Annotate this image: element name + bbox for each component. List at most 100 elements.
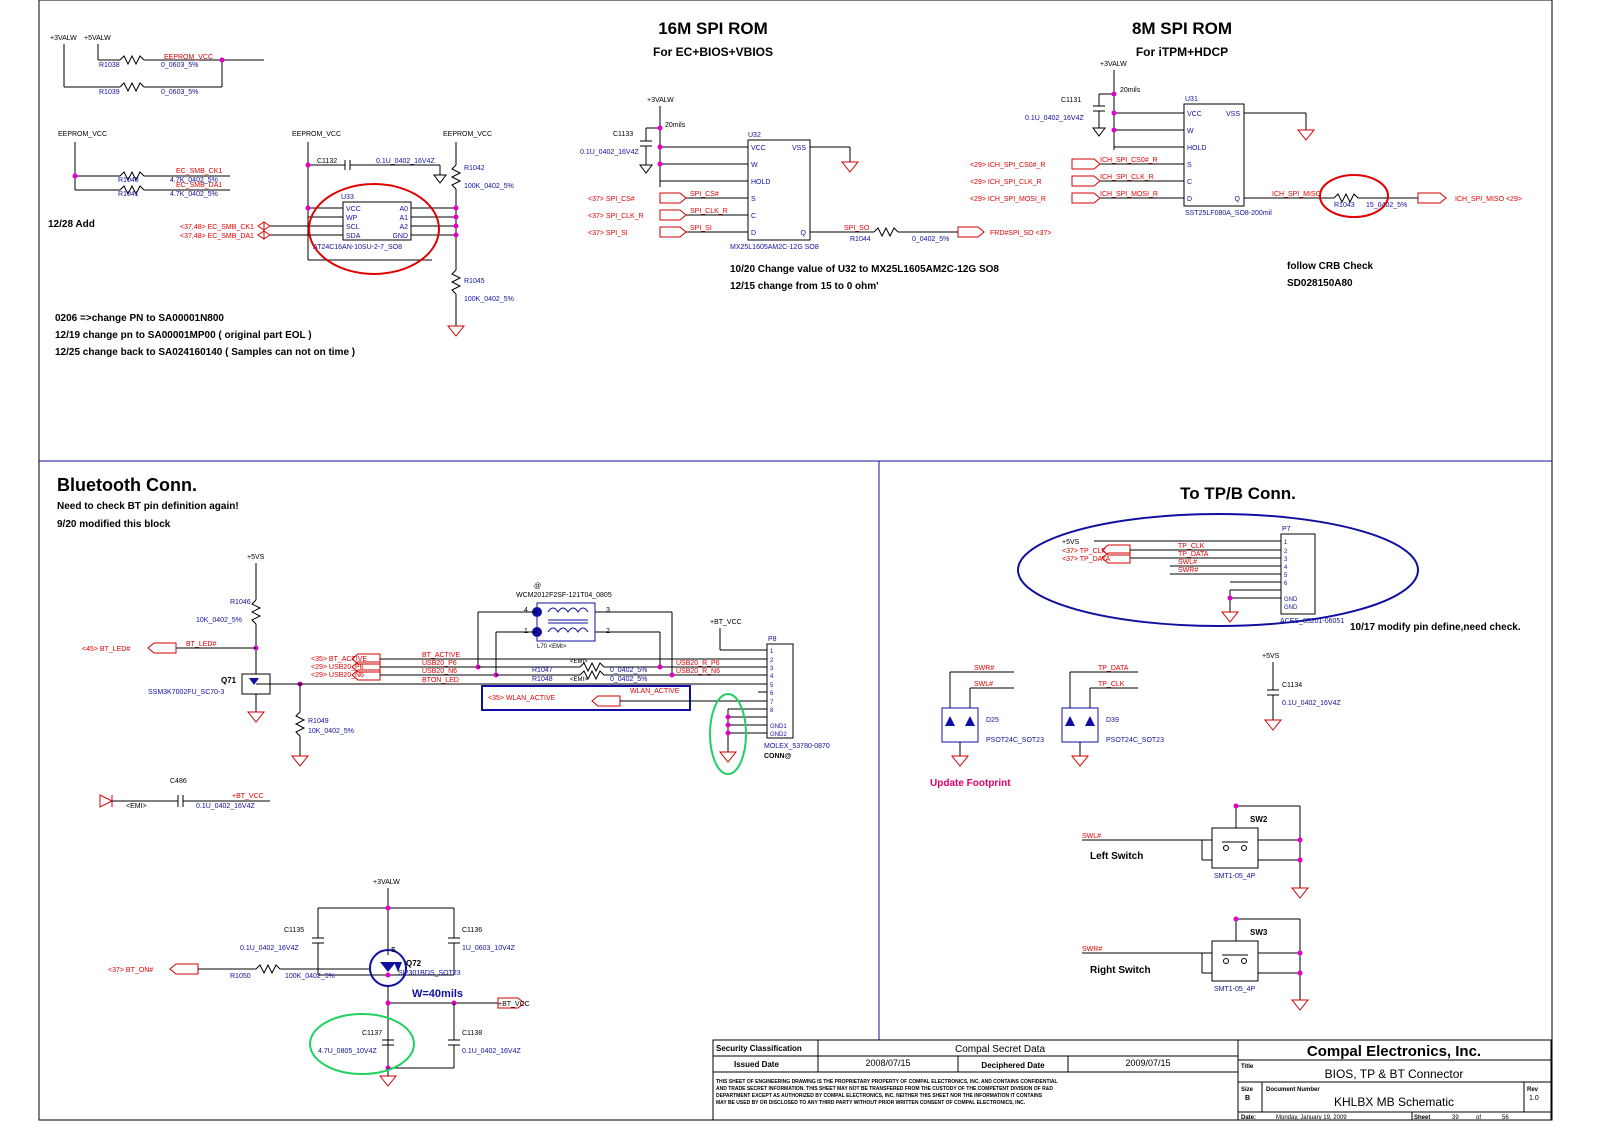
crb-note-1: follow CRB Check	[1287, 261, 1374, 272]
u32-note-1: 10/20 Change value of U32 to MX25L1605AM…	[730, 264, 999, 275]
sw3-body	[1211, 940, 1259, 982]
p8-pin-gnd1: GND1	[770, 724, 787, 730]
tp-esd-d25: SWR# SWL# D25 PSOT24C_SOT23 Update Footp…	[930, 665, 1044, 789]
smb-ck-offpage: <37,48> EC_SMB_CK1	[180, 224, 254, 231]
p8-pin-4: 4	[770, 674, 774, 680]
tp-data-net: TP_DATA	[1178, 551, 1209, 558]
sheet-number: 39	[1452, 1115, 1459, 1121]
r1040-value: 4.7K_0402_5%	[170, 177, 218, 184]
d25-swr-net: SWR#	[974, 665, 994, 672]
tp-highlight-ellipse	[1017, 513, 1419, 627]
p7-pin-1: 1	[1284, 540, 1288, 546]
u31-pin-vcc: VCC	[1187, 111, 1202, 118]
usb-n6-offpage: <29> USB20_N6	[311, 672, 364, 679]
c1132-label: C1132	[317, 158, 337, 165]
update-footprint-note: Update Footprint	[930, 778, 1011, 789]
issued-date-value: 2008/07/15	[865, 1058, 910, 1068]
smb-ck-net: EC_SMB_CK1	[176, 168, 222, 175]
r1049-value: 10K_0402_5%	[308, 728, 354, 735]
note-pn-3: 12/25 change back to SA024160140 ( Sampl…	[55, 347, 355, 358]
u33-pin-a2: A2	[399, 224, 408, 231]
usb-rn6-net: USB20_R_N6	[676, 668, 720, 675]
r1042-label: R1042	[464, 165, 485, 172]
company-name: Compal Electronics, Inc.	[1307, 1043, 1481, 1060]
spi8-mils: 20mils	[1120, 87, 1141, 94]
spi8-clk-net: ICH_SPI_CLK_R	[1100, 174, 1154, 181]
usb-p6-net: USB20_P6	[422, 660, 457, 667]
p7-part: ACES_85201-06051	[1280, 618, 1344, 625]
u32-pin-hold: HOLD	[751, 179, 770, 186]
spi16-title: 16M SPI ROM	[658, 19, 768, 38]
spi16-cs-offpage: <37> SPI_CS#	[588, 196, 635, 203]
spi8-title: 8M SPI ROM	[1132, 19, 1232, 38]
spi8-clk-offpage: <29> ICH_SPI_CLK_R	[970, 179, 1042, 186]
l70-body	[536, 602, 596, 642]
spi16-clk-net: SPI_CLK_R	[690, 208, 728, 215]
p8-pin-6: 6	[770, 691, 774, 697]
tp-left-switch: SWL# Left Switch SW2 SMT1-05_4P	[1082, 803, 1310, 899]
u33-part: AT24C16AN-10SU-2-7_SO8	[313, 244, 402, 251]
p8-conn: CONN@	[764, 753, 792, 760]
l70-pin-4: 4	[524, 607, 528, 614]
u32-pin-d: D	[751, 230, 756, 237]
c486-bt-vcc: +BT_VCC	[232, 793, 264, 800]
u32-pin-q: Q	[801, 230, 807, 237]
tp-title: To TP/B Conn.	[1180, 484, 1296, 503]
sw2-body	[1211, 827, 1259, 869]
r1041-value: 4.7K_0402_5%	[170, 191, 218, 198]
c1135-label: C1135	[284, 927, 304, 934]
spi8-mosi-net: ICH_SPI_MOSI_R	[1100, 191, 1158, 198]
bt-5vs-label: +5VS	[247, 554, 265, 561]
security-classification-value: Compal Secret Data	[955, 1044, 1045, 1055]
c1132-value: 0.1U_0402_16V4Z	[376, 158, 435, 165]
p8-pin-8: 8	[770, 708, 774, 714]
bt-note-2: 9/20 modified this block	[57, 519, 171, 530]
u32-pin-c: C	[751, 213, 756, 220]
r1041-label: R1041	[118, 191, 139, 198]
document-number-value: KHLBX MB Schematic	[1334, 1095, 1454, 1109]
q72-ref: Q72	[406, 959, 422, 968]
legal-line-3: DEPARTMENT EXCEPT AS AUTHORIZED BY COMPA…	[716, 1093, 1043, 1099]
deciphered-date-label: Deciphered Date	[981, 1061, 1045, 1070]
q72-part: SI2301BDS_SOT23	[398, 970, 461, 977]
u31-pin-d: D	[1187, 196, 1192, 203]
date-value: Monday, January 19, 2009	[1276, 1115, 1347, 1121]
p7-pin-2: 2	[1284, 549, 1288, 555]
tp-clk-offpage: <37> TP_CLK	[1062, 548, 1107, 555]
r1047-value: 0_0402_5%	[610, 667, 647, 674]
u31-pin-hold: HOLD	[1187, 145, 1206, 152]
bt-usb-path: <35> BT_ACTIVE <29> USB20_P6 <29> USB20_…	[256, 583, 830, 775]
spi8-block: +3VALW 20mils C1131 0.1U_0402_16V4Z U31 …	[970, 61, 1522, 289]
spi16-clk-offpage: <37> SPI_CLK_R	[588, 213, 644, 220]
spi16-so-net: SPI_SO	[844, 225, 870, 232]
r1044-value: 0_0402_5%	[912, 236, 949, 243]
note-pn-1: 0206 =>change PN to SA00001N800	[55, 313, 224, 324]
spi16-mils: 20mils	[665, 122, 686, 129]
tp-data-offpage: <37> TP_DATA	[1062, 556, 1111, 563]
eeprom-vcc-label-1: EEPROM_VCC	[58, 131, 107, 138]
p8-pin-7: 7	[770, 700, 774, 706]
tp-right-switch: SWR# Right Switch SW3 SMT1-05_4P	[1082, 916, 1310, 1011]
smb-da-net: EC_SMB_DA1	[176, 182, 222, 189]
u32-pin-vss: VSS	[792, 145, 806, 152]
d39-ref: D39	[1106, 717, 1119, 724]
size-label: Size	[1241, 1087, 1254, 1093]
c1134-5vs: +5VS	[1262, 653, 1280, 660]
q72-s: S	[391, 947, 396, 954]
title-value: BIOS, TP & BT Connector	[1325, 1067, 1464, 1081]
c1137-label: C1137	[362, 1030, 382, 1037]
eeprom-vcc-net: EEPROM_VCC	[164, 54, 213, 61]
c1131-label: C1131	[1061, 97, 1081, 104]
u32-pin-s: S	[751, 196, 756, 203]
tp-c1134: +5VS C1134 0.1U_0402_16V4Z	[1262, 653, 1341, 731]
bt-active-net: BT_ACTIVE	[422, 652, 460, 659]
document-number-label: Document Number	[1266, 1087, 1320, 1093]
p8-gnd-highlight	[709, 693, 747, 775]
left-switch-label: Left Switch	[1090, 851, 1143, 862]
bt-title: Bluetooth Conn.	[57, 475, 197, 495]
bt-power-switch: +3VALW C1135 0.1U_0402_16V4Z C1136 1U_06…	[108, 879, 530, 1087]
r1040-label: R1040	[118, 177, 139, 184]
c1137-value: 4.7U_0805_10V4Z	[318, 1048, 377, 1055]
u31-pin-q: Q	[1235, 196, 1241, 203]
u33-highlight-circle	[308, 183, 440, 275]
